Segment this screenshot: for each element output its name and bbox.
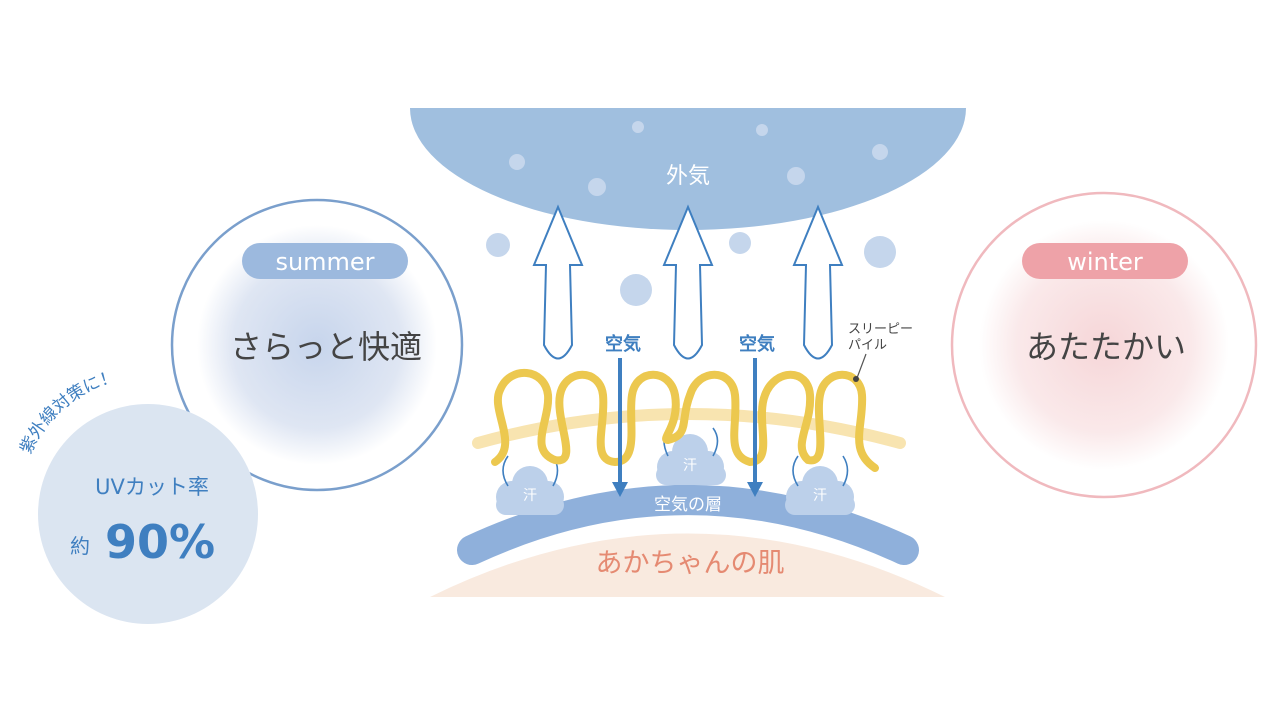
- uv-value: 90%: [105, 515, 215, 569]
- summer-circle: summer さらっと快適: [170, 198, 464, 492]
- air-layer-label: 空気の層: [654, 495, 722, 515]
- uv-prefix: 約: [70, 534, 90, 558]
- air-out-arrows: [532, 204, 844, 360]
- air-layer-band: [457, 485, 919, 565]
- winter-circle: winter あたたかい: [950, 191, 1258, 499]
- pile-callout-dot: [853, 376, 859, 382]
- winter-badge: [1022, 243, 1188, 279]
- sweat-label: 汗: [523, 488, 537, 504]
- summer-badge: [242, 243, 408, 279]
- outside-air-label: 外気: [666, 164, 710, 189]
- air-in-arrows: [612, 358, 763, 497]
- winter-title: あたたかい: [1026, 328, 1186, 366]
- pile-label-line2: パイル: [848, 338, 887, 353]
- sweat-label: 汗: [683, 458, 697, 474]
- skin-label: あかちゃんの肌: [596, 548, 785, 579]
- sweat-label: 汗: [813, 488, 827, 504]
- winter-badge-label: winter: [1067, 248, 1143, 276]
- summer-badge-label: summer: [275, 248, 374, 276]
- air-bubbles: [486, 121, 896, 306]
- sweat-clouds: [496, 434, 855, 515]
- baby-skin: [430, 533, 945, 597]
- air-label: 空気: [605, 333, 641, 355]
- sleepy-pile: [491, 369, 879, 472]
- outside-air-dome: 外気: [410, 108, 966, 230]
- uv-label: UVカット率: [95, 475, 209, 499]
- pile-label-line1: スリーピー: [848, 322, 913, 337]
- pile-callout-line: [856, 353, 867, 379]
- summer-title: さらっと快適: [230, 328, 422, 366]
- air-label: 空気: [739, 333, 775, 355]
